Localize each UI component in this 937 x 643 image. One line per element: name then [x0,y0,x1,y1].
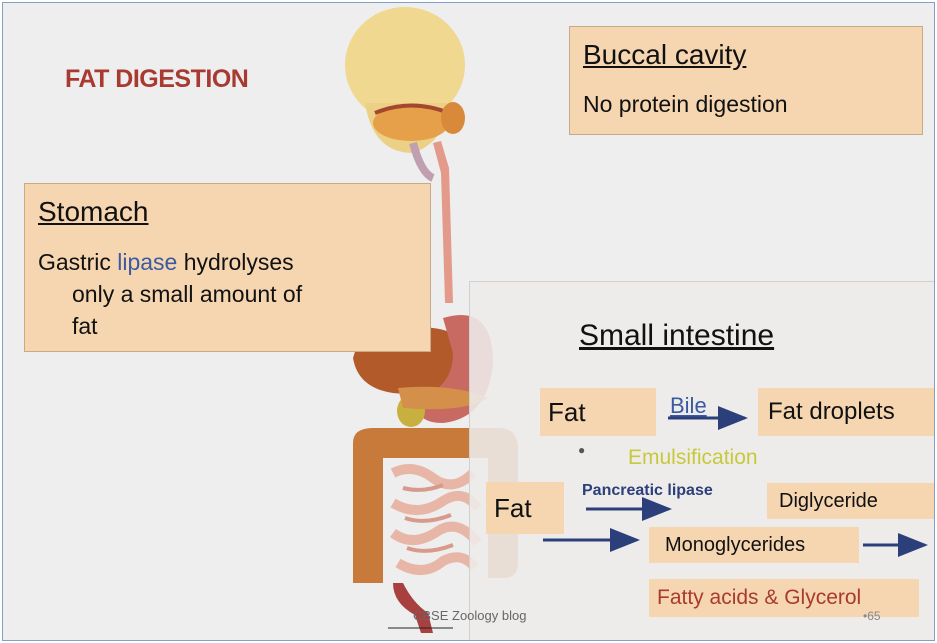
arrows-layer [3,3,934,640]
footer-source: CBSE Zoology blog [413,608,526,623]
page-number: •65 [863,609,881,623]
